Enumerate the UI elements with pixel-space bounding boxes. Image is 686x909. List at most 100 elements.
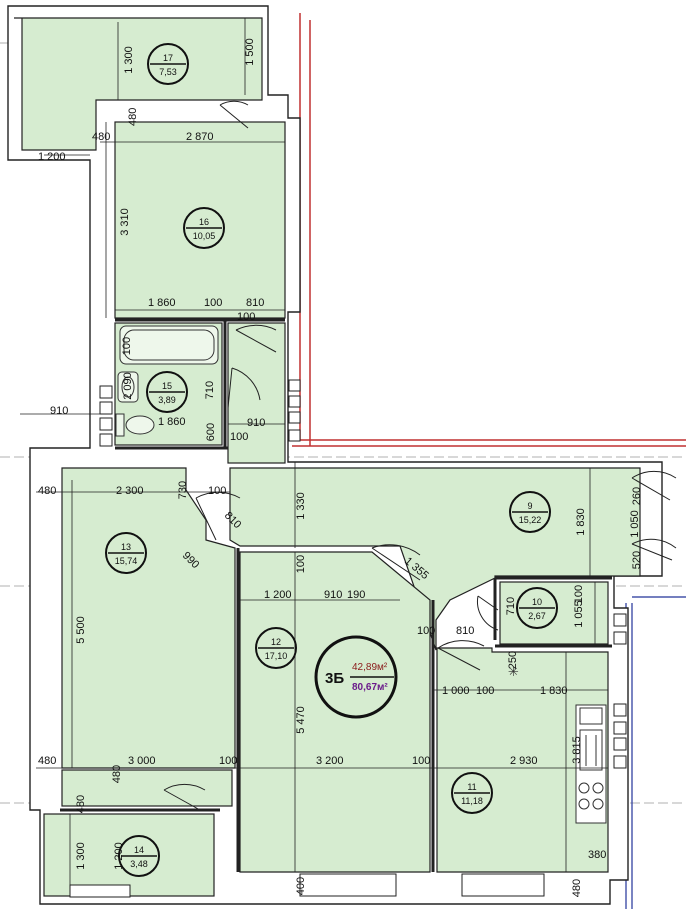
apartment-code: 3Б <box>325 670 344 687</box>
dim: 480 <box>111 765 123 783</box>
dim: 3 000 <box>128 755 156 767</box>
dim: 190 <box>347 589 365 601</box>
room-marker-14 <box>118 835 160 877</box>
dim: 730 <box>177 481 189 499</box>
room-area: 15,74 <box>115 556 138 566</box>
dim: 1 330 <box>295 492 307 520</box>
dim: 3 310 <box>119 208 131 236</box>
room-area: 11,18 <box>461 796 483 806</box>
room-marker-16 <box>183 207 225 249</box>
dim: 1 200 <box>38 151 66 163</box>
dim: 910 <box>324 589 342 601</box>
dim: 1 500 <box>244 38 256 66</box>
dim: 5 470 <box>295 706 307 734</box>
room-marker-13 <box>105 532 147 574</box>
living-area: 42,89м² <box>352 662 388 673</box>
room-area: 2,67 <box>528 611 546 621</box>
room-marker-11 <box>451 772 493 814</box>
dim: 3 200 <box>316 755 344 767</box>
room-marker-15 <box>146 371 188 413</box>
room-number: 15 <box>162 381 172 391</box>
room-area: 3,89 <box>158 395 176 405</box>
room-area: 3,48 <box>130 859 148 869</box>
dim: 520 <box>631 551 643 569</box>
corridor-lower <box>61 769 233 807</box>
room-marker-17 <box>147 43 189 85</box>
dim: 1 000 <box>442 685 470 697</box>
dim: 250 <box>507 651 519 669</box>
toilet-bowl <box>125 415 155 435</box>
dim: 100 <box>208 485 226 497</box>
dim: 710 <box>204 381 216 399</box>
dim: 810 <box>246 297 264 309</box>
room-number: 17 <box>163 53 173 63</box>
dim: 2 870 <box>186 131 214 143</box>
room-marker-12 <box>255 627 297 669</box>
windows <box>69 379 627 898</box>
dim: 480 <box>92 131 110 143</box>
room-area: 10,05 <box>193 231 216 241</box>
room-marker-9 <box>509 491 551 533</box>
room-9 <box>229 467 641 651</box>
dim-lines <box>20 18 608 896</box>
dim: 1 200 <box>264 589 292 601</box>
room-number: 13 <box>121 542 131 552</box>
dim: 480 <box>127 108 139 126</box>
dim: 100 <box>230 431 248 443</box>
room-number: 12 <box>271 637 281 647</box>
neighbour-walls <box>292 13 686 447</box>
room-number: 16 <box>199 217 209 227</box>
dim: 1 830 <box>540 685 568 697</box>
dim: 1 860 <box>158 416 186 428</box>
dim: 2 930 <box>510 755 538 767</box>
room-17-balcony <box>14 17 263 151</box>
dim: 910 <box>247 417 265 429</box>
room-area: 17,10 <box>265 651 288 661</box>
room-marker-labels: 17 7,53 16 10,05 15 3,89 13 15,74 12 17,… <box>115 53 546 869</box>
kitchen-fixtures <box>575 704 607 824</box>
room-number: 9 <box>527 501 532 511</box>
dim: 1 300 <box>123 46 135 74</box>
room-16 <box>114 121 286 319</box>
dim: 5 500 <box>75 616 87 644</box>
dim: 100 <box>219 755 237 767</box>
dim: 480 <box>75 795 87 813</box>
toilet-tank <box>115 413 125 437</box>
partitions <box>60 318 612 872</box>
dim: 1 050 <box>629 510 641 538</box>
room-markers <box>105 43 558 877</box>
apartment-summary: 3Б 42,89м² 80,67м² <box>314 635 398 719</box>
dim: 600 <box>205 423 217 441</box>
room-number: 10 <box>532 597 542 607</box>
dim: 100 <box>121 337 133 355</box>
dim: 380 <box>588 849 606 861</box>
dim: 100 <box>295 555 307 573</box>
dim: 400 <box>295 877 307 895</box>
dim: 1 860 <box>148 297 176 309</box>
room-number: 11 <box>467 782 476 792</box>
dim: 100 <box>417 625 435 637</box>
dim: 2 090 <box>122 372 134 400</box>
dim: 3 815 <box>571 736 583 764</box>
dim: 1 055 <box>573 600 585 628</box>
room-14 <box>43 813 215 897</box>
dim: 710 <box>505 597 517 615</box>
dim: 1 300 <box>75 842 87 870</box>
room-number: 14 <box>134 845 144 855</box>
dim: 480 <box>38 755 56 767</box>
doors <box>163 100 677 811</box>
dim: 910 <box>50 405 68 417</box>
dim: 100 <box>204 297 222 309</box>
dim: 260 <box>631 487 643 505</box>
room-11 <box>436 647 609 873</box>
dim: 810 <box>456 625 474 637</box>
dim: 1 830 <box>575 508 587 536</box>
room-marker-10 <box>516 587 558 629</box>
total-area: 80,67м² <box>352 682 388 693</box>
bath-fixtures <box>115 325 219 437</box>
dim: 480 <box>38 485 56 497</box>
dim: 100 <box>476 685 494 697</box>
corridor-upper <box>227 322 286 464</box>
dim: 480 <box>571 879 583 897</box>
